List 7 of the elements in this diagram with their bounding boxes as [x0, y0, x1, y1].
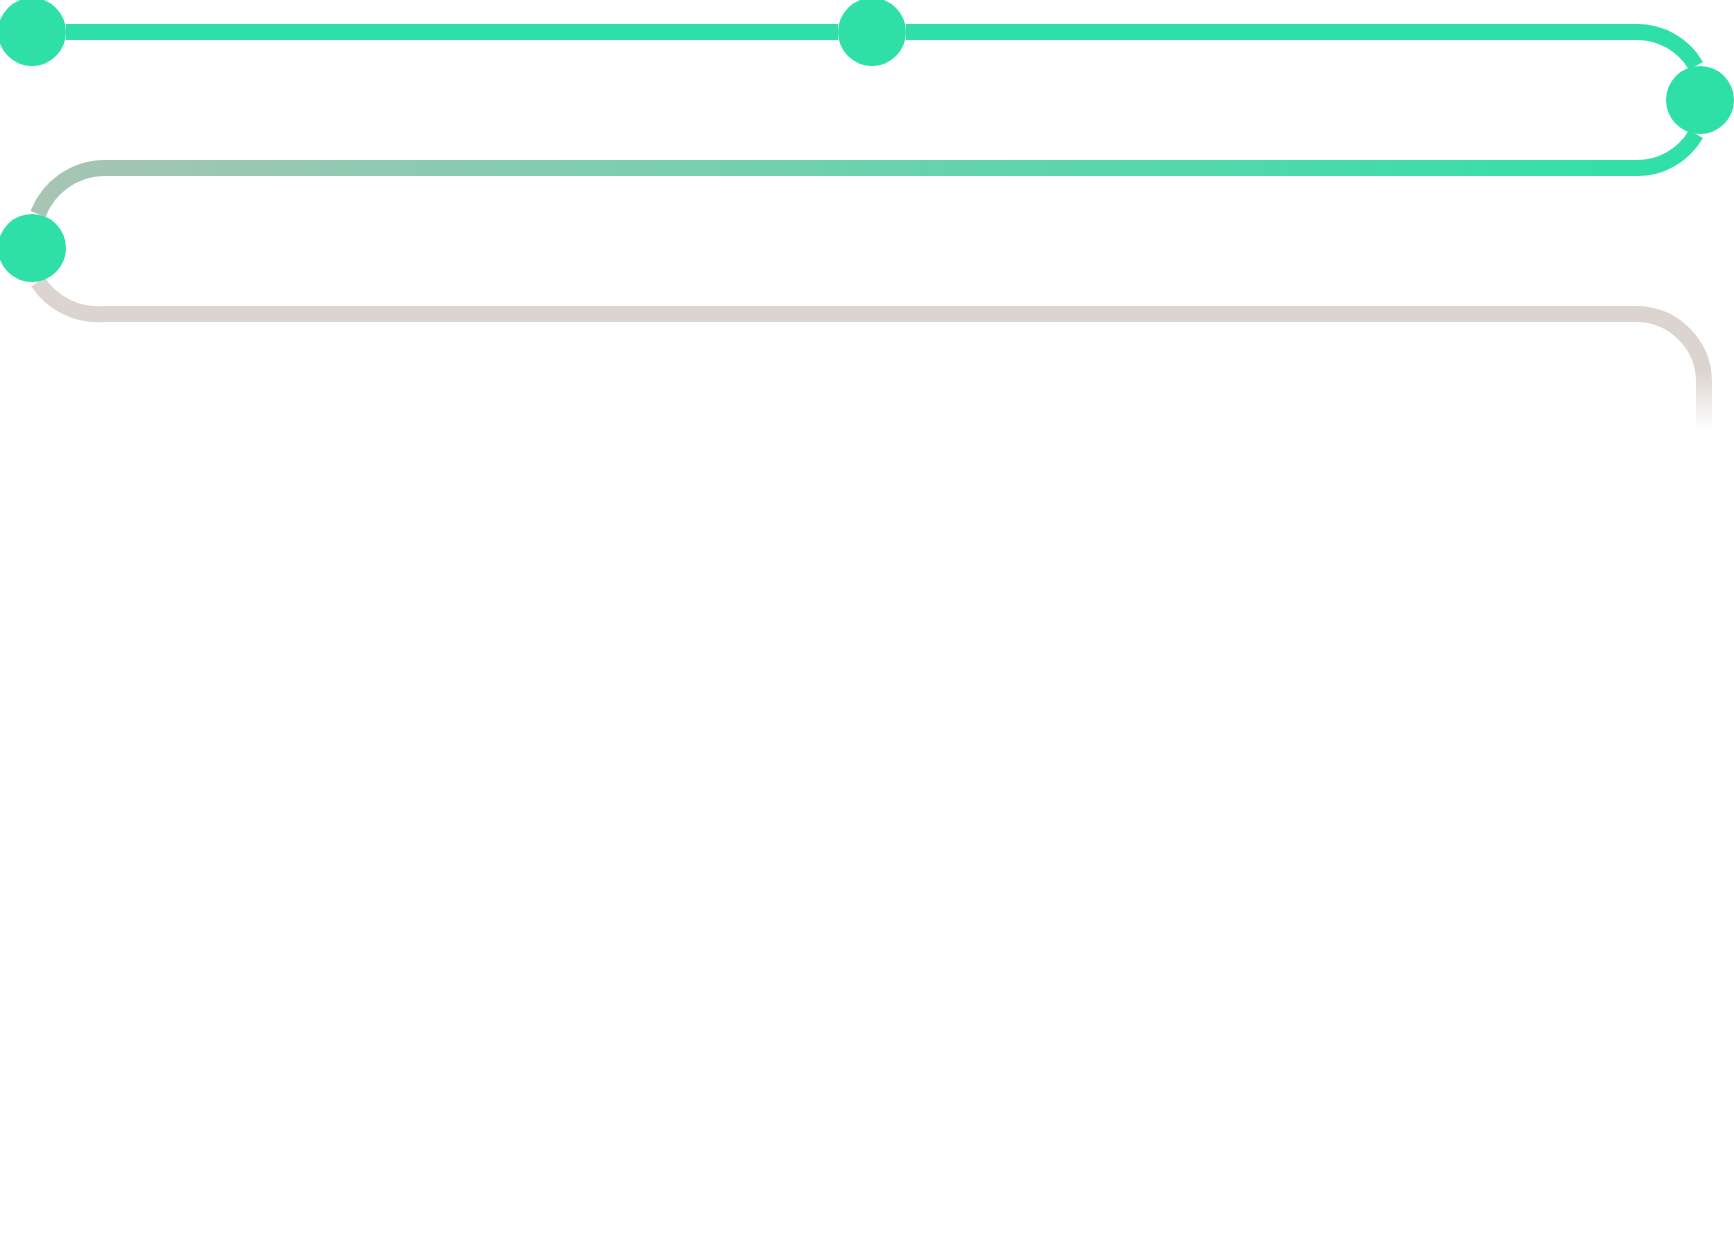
timeline-dot: [838, 0, 906, 66]
timeline-dot: [1666, 66, 1734, 134]
timeline-dot: [0, 214, 66, 282]
timeline-line: [66, 24, 838, 40]
timeline-line: [30, 129, 1703, 218]
timeline-dot: [0, 0, 66, 66]
timeline-line: [906, 24, 1703, 71]
